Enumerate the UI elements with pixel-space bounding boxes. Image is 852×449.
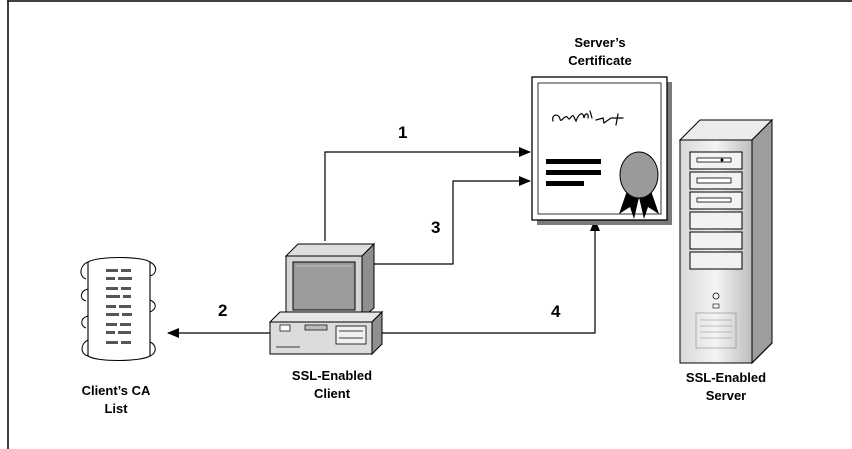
step-label-3: 3 <box>431 218 440 237</box>
certificate-caption-line2: Certificate <box>568 53 632 68</box>
arrow-step-3 <box>373 176 531 265</box>
server-caption-line1: SSL-Enabled <box>686 370 766 385</box>
step-label-2: 2 <box>218 301 227 320</box>
arrow-step-4 <box>382 219 600 334</box>
certificate-icon <box>531 76 672 225</box>
certificate-caption-line1: Server’s <box>574 35 625 50</box>
server-tower-icon <box>678 118 774 365</box>
ca-list-caption-line1: Client’s CA <box>82 383 151 398</box>
step-label-1: 1 <box>398 123 407 142</box>
client-caption-line2: Client <box>314 386 351 401</box>
arrow-step-1 <box>324 147 531 241</box>
step-label-4: 4 <box>551 302 561 321</box>
client-computer-icon <box>268 242 384 356</box>
client-caption-line1: SSL-Enabled <box>292 368 372 383</box>
ca-list-scroll-icon <box>80 257 157 361</box>
ca-list-caption-line2: List <box>104 401 128 416</box>
server-caption-line2: Server <box>706 388 746 403</box>
